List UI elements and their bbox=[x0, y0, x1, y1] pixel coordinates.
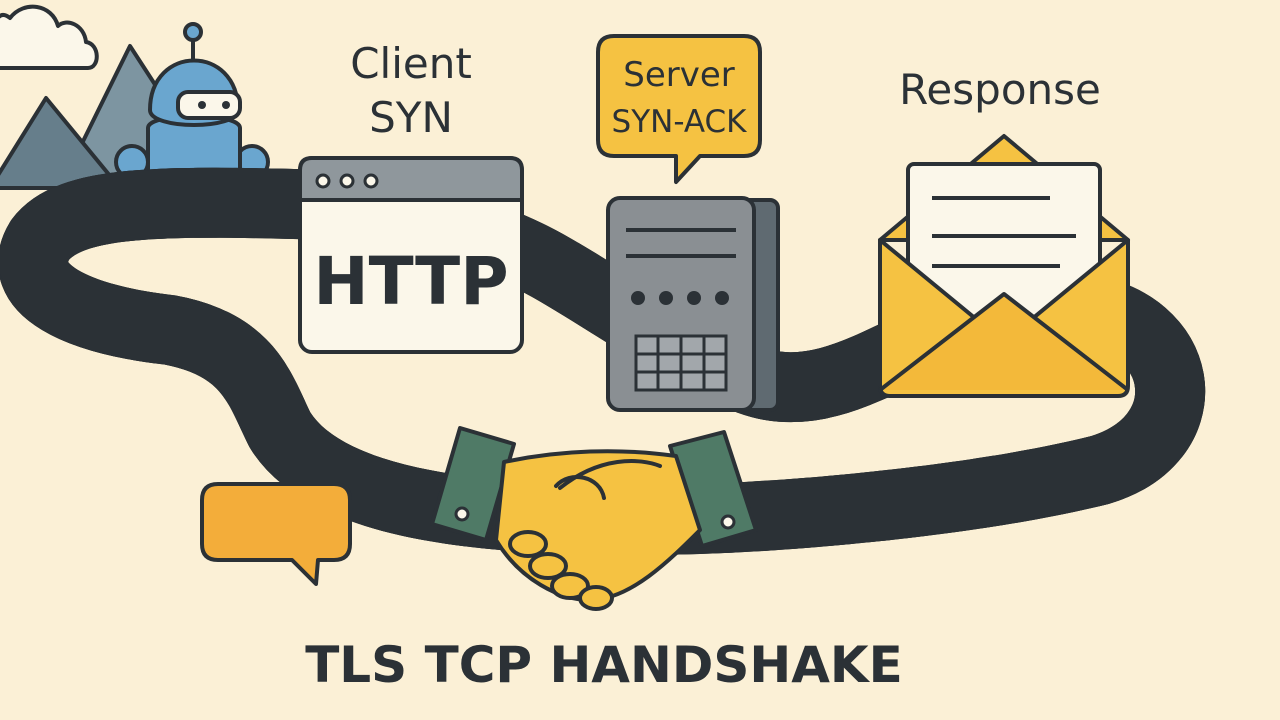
handshake-icon bbox=[430, 426, 758, 611]
cloud-icon bbox=[0, 4, 99, 70]
server-icon bbox=[606, 196, 780, 412]
browser-window-icon bbox=[298, 156, 524, 354]
server-label-line1: Server bbox=[623, 55, 735, 95]
client-label-line2: SYN bbox=[369, 93, 453, 142]
diagram-title: TLS TCP HANDSHAKE bbox=[305, 636, 903, 694]
response-label: Response bbox=[899, 65, 1101, 114]
browser-text: HTTP bbox=[313, 243, 508, 320]
server-label-line2: SYN-ACK bbox=[612, 104, 748, 140]
speech-bubble-icon bbox=[200, 482, 352, 586]
envelope-icon bbox=[878, 134, 1130, 398]
client-label-line1: Client bbox=[350, 39, 472, 88]
server-speech-bubble bbox=[596, 34, 762, 184]
